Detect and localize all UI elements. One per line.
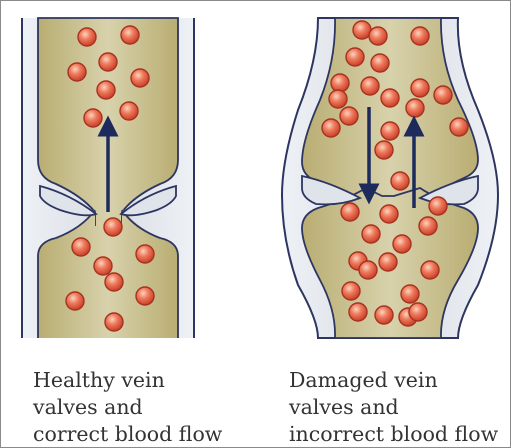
blood-cell	[105, 273, 123, 291]
blood-cell	[419, 217, 437, 235]
blood-cell	[340, 107, 358, 125]
blood-cell	[421, 261, 439, 279]
blood-cell	[99, 53, 117, 71]
blood-cell	[375, 141, 393, 159]
blood-cell	[401, 285, 419, 303]
blood-cell	[362, 225, 380, 243]
blood-cell	[359, 261, 377, 279]
blood-cell	[94, 257, 112, 275]
blood-cell	[84, 109, 102, 127]
blood-cell	[104, 218, 122, 236]
caption-damaged-line-2: valves and	[289, 394, 498, 421]
blood-cell	[136, 245, 154, 263]
blood-cell	[450, 118, 468, 136]
caption-healthy-line-3: correct blood flow	[33, 421, 222, 448]
blood-cell	[349, 303, 367, 321]
caption-healthy-line-2: valves and	[33, 394, 222, 421]
blood-cell	[411, 27, 429, 45]
blood-cell	[393, 235, 411, 253]
healthy-vein	[22, 18, 194, 338]
blood-cell	[361, 77, 379, 95]
blood-cell	[369, 27, 387, 45]
caption-healthy-line-1: Healthy vein	[33, 367, 222, 394]
blood-cell	[381, 122, 399, 140]
caption-damaged: Damaged vein valves and incorrect blood …	[289, 367, 498, 448]
blood-cell	[406, 99, 424, 117]
blood-cell	[66, 292, 84, 310]
blood-cell	[391, 172, 409, 190]
blood-cell	[411, 79, 429, 97]
blood-cell	[78, 28, 96, 46]
blood-cell	[409, 303, 427, 321]
blood-cell	[380, 205, 398, 223]
caption-damaged-line-3: incorrect blood flow	[289, 421, 498, 448]
blood-cell	[346, 48, 364, 66]
blood-cell	[105, 313, 123, 331]
blood-cell	[68, 63, 86, 81]
blood-cell	[341, 203, 359, 221]
blood-cell	[120, 102, 138, 120]
blood-cell	[322, 119, 340, 137]
blood-cell	[97, 81, 115, 99]
blood-cell	[331, 74, 349, 92]
blood-cell	[342, 282, 360, 300]
blood-cell	[379, 253, 397, 271]
caption-healthy: Healthy vein valves and correct blood fl…	[33, 367, 222, 448]
blood-cell	[381, 89, 399, 107]
blood-cell	[353, 21, 371, 39]
caption-damaged-line-1: Damaged vein	[289, 367, 498, 394]
blood-cell	[136, 287, 154, 305]
blood-cell	[131, 69, 149, 87]
blood-cell	[371, 54, 389, 72]
blood-cell	[434, 86, 452, 104]
blood-cell	[72, 238, 90, 256]
blood-cell	[329, 90, 347, 108]
blood-cell	[429, 197, 447, 215]
blood-cell	[375, 306, 393, 324]
blood-cell	[121, 26, 139, 44]
